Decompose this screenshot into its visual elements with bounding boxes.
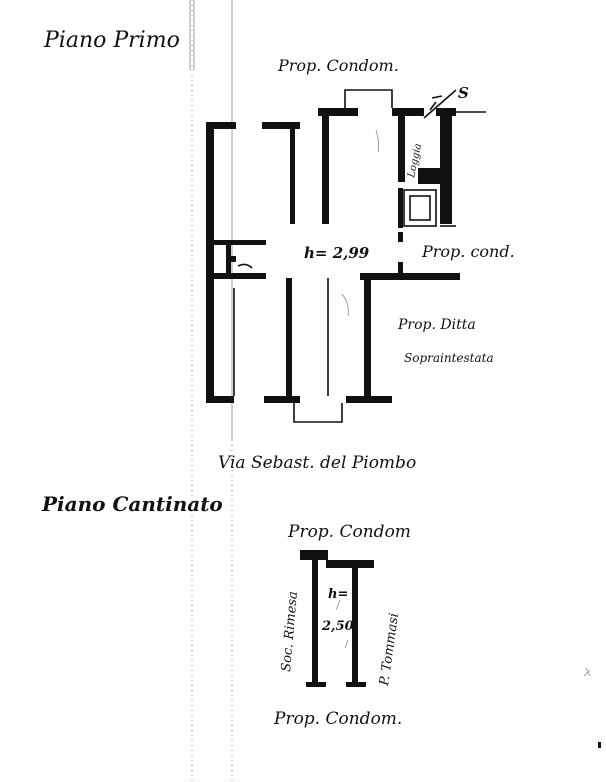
label-upper-height: h= 2,99 (304, 244, 370, 262)
upper-floor-title: Piano Primo (43, 28, 180, 53)
basement-title: Piano Cantinato (41, 492, 223, 516)
label-right-neighbor: Prop. cond. (421, 242, 515, 261)
label-top-neighbor: Prop. Condom. (277, 56, 399, 75)
basement-plan (300, 550, 374, 687)
label-basement-height-1: h= (328, 587, 348, 602)
label-basement-height-2: 2,50 (321, 619, 354, 634)
upper-floor-labels: Prop. Condom. S Loggia h= 2,99 Prop. con… (218, 56, 515, 473)
label-ditta-line2: Sopraintestata (404, 351, 494, 365)
label-basement-bottom-neighbor: Prop. Condom. (273, 709, 402, 729)
scan-specks (583, 667, 601, 748)
label-street: Via Sebast. del Piombo (218, 453, 416, 473)
label-basement-left-neighbor: Soc. Rimesa (279, 591, 301, 673)
basement-labels: Prop. Condom h= 2,50 Soc. Rimesa P. Tomm… (273, 522, 411, 729)
upper-floor-plan (206, 89, 486, 423)
label-ditta-line1: Prop. Ditta (397, 317, 476, 333)
label-basement-right-neighbor: P. Tommasi (377, 612, 402, 687)
label-stair-marker: S (458, 84, 469, 102)
label-basement-top-neighbor: Prop. Condom (287, 522, 411, 542)
scan-guide-lines (189, 0, 233, 782)
